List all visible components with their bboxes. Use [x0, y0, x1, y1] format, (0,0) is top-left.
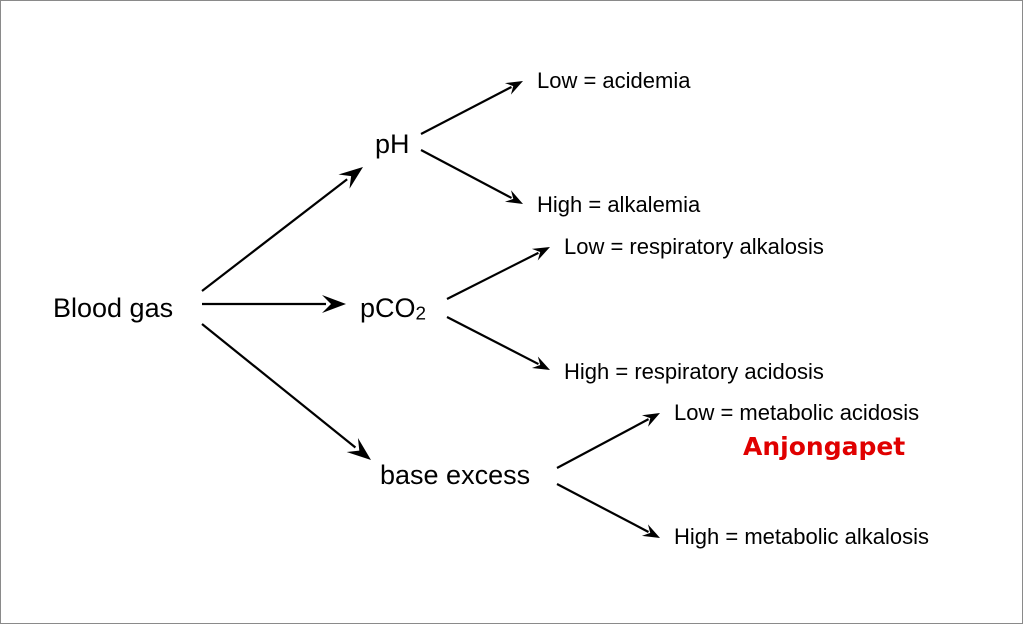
- arrowhead: [531, 356, 550, 370]
- arrowhead: [641, 413, 660, 427]
- arrow-pco2-to-high: [446, 316, 550, 370]
- arrow-shaft: [556, 483, 649, 533]
- arrow-shaft: [446, 251, 539, 300]
- pco2-node-text: pCO: [360, 293, 416, 323]
- arrow-shaft: [201, 323, 357, 449]
- arrowhead: [346, 437, 371, 460]
- annotation-label: Anjongapet: [743, 432, 906, 461]
- arrow-root-to-ph: [201, 167, 363, 292]
- arrowhead: [338, 167, 363, 189]
- arrow-shaft: [420, 149, 513, 199]
- pco2-node-subscript: 2: [415, 303, 427, 325]
- base-excess-low-outcome: Low = metabolic acidosis: [674, 400, 920, 425]
- arrow-shaft: [446, 316, 539, 366]
- pco2-high-outcome: High = respiratory acidosis: [564, 359, 824, 384]
- ph-low-outcome: Low = acidemia: [537, 68, 691, 93]
- arrowhead: [641, 524, 660, 538]
- arrow-ph-to-high: [420, 149, 523, 204]
- arrow-base-excess-to-high: [556, 483, 660, 538]
- arrow-root-to-base-excess: [201, 323, 371, 460]
- pco2-node-label: pCO2: [360, 295, 426, 324]
- arrow-root-to-pco2: [202, 295, 346, 313]
- arrowhead: [504, 81, 523, 95]
- arrow-shaft: [420, 86, 512, 135]
- pco2-low-outcome: Low = respiratory alkalosis: [564, 234, 824, 259]
- base-excess-high-outcome: High = metabolic alkalosis: [674, 524, 929, 549]
- arrow-shaft: [201, 178, 348, 292]
- arrow-base-excess-to-low: [556, 413, 660, 469]
- arrow-pco2-to-low: [446, 247, 550, 300]
- arrow-ph-to-low: [420, 81, 523, 135]
- base-excess-node-label: base excess: [380, 460, 531, 490]
- arrowhead: [504, 190, 523, 204]
- ph-high-outcome: High = alkalemia: [537, 192, 701, 217]
- arrowhead: [531, 247, 550, 261]
- root-node-label: Blood gas: [53, 293, 174, 323]
- arrowhead: [322, 295, 346, 313]
- arrow-shaft: [556, 418, 650, 469]
- ph-node-label: pH: [375, 129, 410, 159]
